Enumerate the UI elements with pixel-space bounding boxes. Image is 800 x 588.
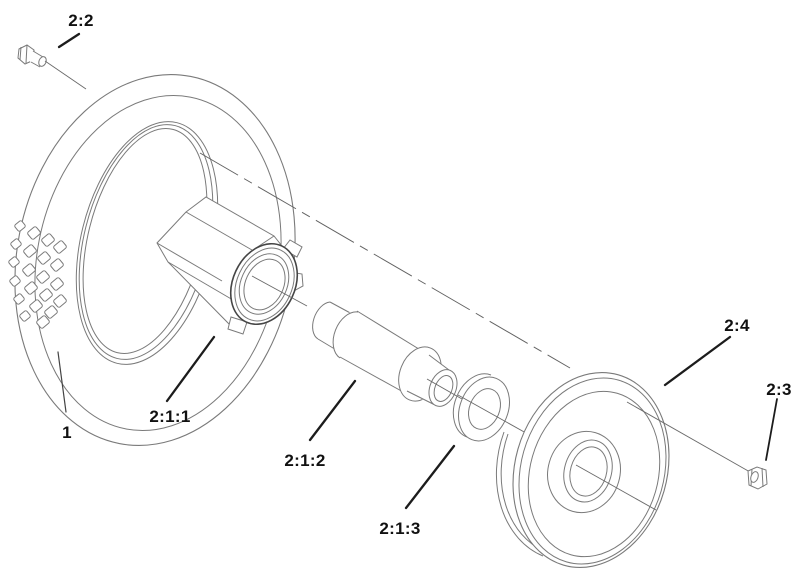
part-label-rim: 2:4 (724, 316, 750, 335)
part-label-tire: 1 (62, 423, 72, 442)
leader-bolt (57, 32, 81, 49)
leader-nut (765, 398, 778, 461)
tire-tread-pattern (8, 220, 67, 329)
part-label-washer: 2:1:3 (379, 519, 421, 538)
hub-part (156, 196, 308, 335)
part-label-spacer: 2:1:2 (284, 451, 326, 470)
bolt-centerline (44, 60, 87, 90)
rim-part (495, 372, 670, 568)
leader-lines (57, 32, 778, 510)
nut-part (747, 466, 768, 490)
rim-nut-centerline (626, 401, 751, 473)
washer-centerline (457, 394, 527, 434)
spacer-part (312, 301, 470, 407)
leader-spacer (308, 379, 357, 442)
leader-hub (165, 335, 216, 403)
leader-rim (663, 335, 732, 387)
leader-tire (57, 351, 67, 413)
bolt-part (17, 44, 87, 90)
part-label-nut: 2:3 (766, 380, 792, 399)
hub-centerline (251, 275, 308, 307)
leader-washer (404, 444, 456, 510)
washer-part (452, 373, 527, 442)
part-label-bolt: 2:2 (68, 11, 94, 30)
center-axis-line (199, 152, 571, 369)
part-label-hub: 2:1:1 (149, 407, 191, 426)
rim-bore-centerline (575, 464, 657, 511)
